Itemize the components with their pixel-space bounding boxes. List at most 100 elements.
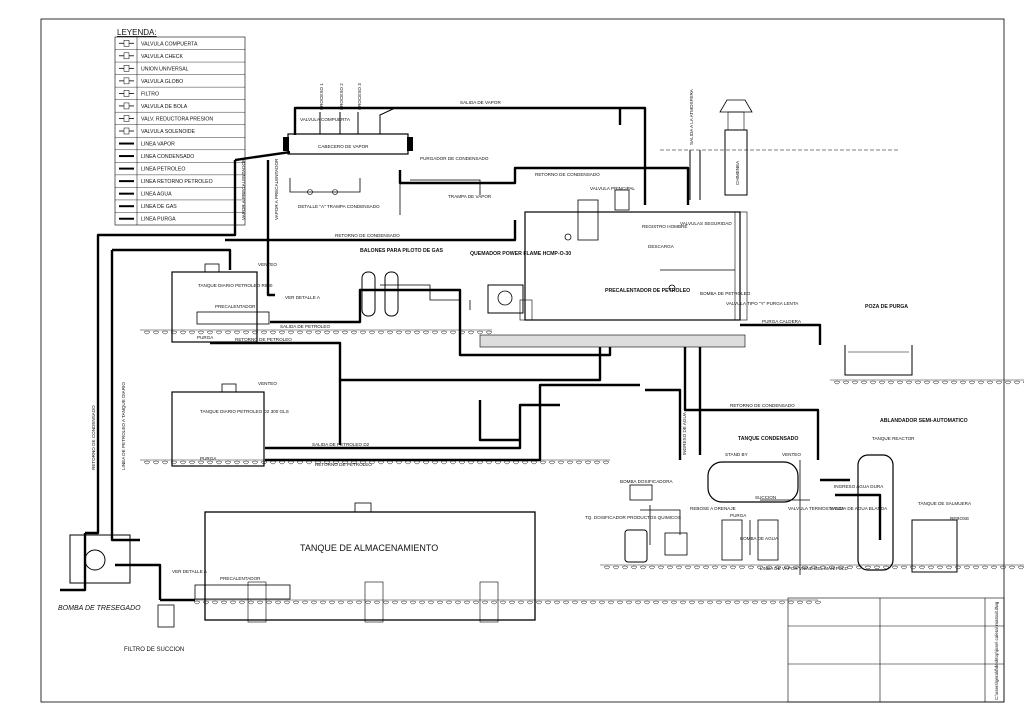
condensate-tank: TANQUE CONDENSADO STAND BY VENTEO SUCCIO… bbox=[690, 436, 848, 571]
legend-item-label: LINEA RETORNO PETROLEO bbox=[141, 179, 213, 185]
svg-text:BOMBA DOSIFICADORA: BOMBA DOSIFICADORA bbox=[620, 479, 674, 484]
svg-text:LINEA DE VAPOR VIENE DEL MANIF: LINEA DE VAPOR VIENE DEL MANIFOLD bbox=[760, 566, 848, 571]
storage-tank-label: TANQUE DE ALMACENAMIENTO bbox=[300, 543, 438, 553]
svg-text:STAND BY: STAND BY bbox=[725, 452, 748, 457]
legend-item-label: VALVULA SOLENOIDE bbox=[141, 129, 196, 135]
svg-text:RETORNO DE PETROLEO: RETORNO DE PETROLEO bbox=[315, 462, 372, 467]
svg-text:REBOSE: REBOSE bbox=[950, 516, 969, 521]
legend-item-label: VALVULA DE BOLA bbox=[141, 104, 188, 110]
softener-label: ABLANDADOR SEMI-AUTOMATICO bbox=[880, 418, 968, 424]
condensate-tank-label: TANQUE CONDENSADO bbox=[738, 436, 798, 442]
svg-text:PURGA: PURGA bbox=[197, 335, 214, 340]
svg-text:PRECALENTADOR: PRECALENTADOR bbox=[215, 304, 256, 309]
svg-text:SUCCION: SUCCION bbox=[755, 495, 776, 500]
svg-text:SALIDA DE PETROLEO D2: SALIDA DE PETROLEO D2 bbox=[312, 442, 370, 447]
legend: LEYENDA: VALVULA COMPUERTA VALVULA CHECK U… bbox=[114, 28, 246, 226]
legend-item-label: VALV. REDUCTORA PRESION bbox=[141, 116, 213, 122]
svg-text:VENTEO: VENTEO bbox=[258, 381, 277, 386]
day-tank-d2: TANQUE DIARIO PETROLEO D2 300 GLS VENTEO… bbox=[171, 381, 289, 467]
svg-text:INGRESO AGUA DURA: INGRESO AGUA DURA bbox=[834, 484, 884, 489]
legend-item-label: LINEA PURGA bbox=[141, 217, 176, 223]
condensate-return-label-3: RETORNO DE CONDENSADO bbox=[730, 403, 795, 408]
svg-text:VER DETALLE A: VER DETALLE A bbox=[285, 295, 321, 300]
blowdown-pit: POZA DE PURGA bbox=[844, 304, 913, 376]
legend-valve-icon bbox=[123, 127, 130, 135]
storage-tank: TANQUE DE ALMACENAMIENTO PRECALENTADOR V… bbox=[172, 502, 536, 623]
legend-item-label: VALVULA GLOBO bbox=[141, 79, 183, 85]
legend-title: LEYENDA: bbox=[117, 28, 157, 37]
svg-text:PROCESO 3: PROCESO 3 bbox=[357, 83, 362, 110]
condensate-return-label-1: RETORNO DE CONDENSADO bbox=[535, 172, 600, 177]
svg-text:PRECALENTADOR: PRECALENTADOR bbox=[220, 576, 261, 581]
legend-item-label: VALVULA CHECK bbox=[141, 54, 183, 60]
svg-text:SALIDA DE AGUA BLANDA: SALIDA DE AGUA BLANDA bbox=[830, 506, 888, 511]
svg-text:TRAMPA DE VAPOR: TRAMPA DE VAPOR bbox=[448, 194, 492, 199]
svg-text:VAPOR A PRECALENTADOR: VAPOR A PRECALENTADOR bbox=[274, 158, 279, 220]
drawing-frame bbox=[40, 18, 1005, 703]
legend-valve-icon bbox=[123, 115, 130, 122]
svg-text:LINEA DE PETROLEO A TANQUE DIA: LINEA DE PETROLEO A TANQUE DIARIO bbox=[121, 382, 126, 470]
water-softener: ABLANDADOR SEMI-AUTOMATICO TANQUE REACTO… bbox=[830, 418, 972, 573]
gas-cylinders-label: BALONES PARA PILOTO DE GAS bbox=[360, 248, 443, 254]
svg-text:CHIMENEA: CHIMENEA bbox=[735, 160, 740, 185]
legend-valve-icon bbox=[123, 90, 130, 97]
steam-header: CABECERO DE VAPOR PROCESO 1 PROCESO 2 PR… bbox=[283, 83, 501, 155]
svg-text:REBOSE A DRENAJE: REBOSE A DRENAJE bbox=[690, 506, 736, 511]
svg-text:VENTEO: VENTEO bbox=[782, 452, 801, 457]
legend-item-label: UNION UNIVERSAL bbox=[141, 66, 189, 72]
legend-item-label: VALVULA COMPUERTA bbox=[141, 41, 198, 47]
svg-text:BOMBA DE PETROLEO: BOMBA DE PETROLEO bbox=[700, 291, 751, 296]
legend-valve-icon bbox=[123, 52, 130, 60]
ground-hatching bbox=[140, 329, 1024, 605]
burner: QUEMADOR POWER FLAME HCMP-O-30 bbox=[470, 251, 571, 314]
svg-text:PROCESO 2: PROCESO 2 bbox=[339, 83, 344, 110]
chemical-doser: BOMBA DOSIFICADORA TQ. DOSIFICADOR PRODU… bbox=[585, 479, 688, 563]
svg-text:REGISTRO HOMBRE: REGISTRO HOMBRE bbox=[642, 224, 687, 229]
svg-text:PURGA: PURGA bbox=[730, 513, 747, 518]
svg-text:VALVULA TIPO "Y" PURGA LENTA: VALVULA TIPO "Y" PURGA LENTA bbox=[726, 301, 799, 306]
svg-text:POZA DE PURGA: POZA DE PURGA bbox=[865, 304, 908, 310]
svg-text:VER DETALLE A: VER DETALLE A bbox=[172, 569, 208, 574]
legend-item-label: LINEA DE GAS bbox=[141, 204, 177, 210]
legend-valve-icon bbox=[123, 65, 130, 72]
svg-text:SALIDA A LA ATMOSFERA: SALIDA A LA ATMOSFERA bbox=[689, 88, 694, 145]
trap-detail: DETALLE "A" TRAMPA CONDENSADO PURGADOR D… bbox=[289, 156, 492, 209]
svg-text:RETORNO DE PETROLEO: RETORNO DE PETROLEO bbox=[235, 337, 292, 342]
svg-text:TQ. DOSIFICADOR PRODUCTOS QUIM: TQ. DOSIFICADOR PRODUCTOS QUIMICOS bbox=[585, 515, 681, 520]
legend-item-label: LINEA CONDENSADO bbox=[141, 154, 194, 160]
boiler: REGISTRO HOMBRE VALVULAS SEGURIDAD VALVU… bbox=[479, 186, 799, 348]
day-tank-r500-label: TANQUE DIARIO PETROLEO R500 bbox=[198, 283, 273, 288]
svg-text:VALVULAS SEGURIDAD: VALVULAS SEGURIDAD bbox=[680, 221, 732, 226]
thin-lines bbox=[380, 170, 810, 575]
day-tank-r500: TANQUE DIARIO PETROLEO R500 PRECALENTADO… bbox=[171, 262, 321, 343]
svg-text:SALIDA DE PETROLEO: SALIDA DE PETROLEO bbox=[280, 324, 330, 329]
svg-text:PROCESO 1: PROCESO 1 bbox=[319, 83, 324, 110]
svg-text:VALVULA PRINCIPAL: VALVULA PRINCIPAL bbox=[590, 186, 635, 191]
day-tank-d2-label: TANQUE DIARIO PETROLEO D2 300 GLS bbox=[200, 409, 289, 414]
svg-text:DESCARGA: DESCARGA bbox=[648, 244, 675, 249]
oil-preheater-label: PRECALENTADOR DE PETROLEO bbox=[605, 288, 690, 294]
file-path-text: C:\users\gerald\desktop\jose\ calera\ ma… bbox=[994, 601, 999, 700]
legend-item-label: LINEA VAPOR bbox=[141, 142, 175, 148]
transfer-pump: BOMBA DE TRESEGADO FILTRO DE SUCCION bbox=[58, 534, 184, 653]
svg-text:VALVULA TERMOSTATICA: VALVULA TERMOSTATICA bbox=[788, 506, 845, 511]
transfer-pump-label: BOMBA DE TRESEGADO bbox=[58, 605, 141, 612]
legend-item-label: FILTRO bbox=[141, 91, 159, 97]
condensate-return-label-2: RETORNO DE CONDENSADO bbox=[335, 233, 400, 238]
legend-valve-icon bbox=[123, 40, 130, 47]
svg-text:PURGADOR DE CONDENSADO: PURGADOR DE CONDENSADO bbox=[420, 156, 489, 161]
suction-filter-label: FILTRO DE SUCCION bbox=[124, 647, 184, 653]
svg-text:PURGA: PURGA bbox=[200, 456, 217, 461]
chimney: CHIMENEA SALIDA A LA ATMOSFERA bbox=[660, 88, 898, 200]
legend-item-label: LINEA PETROLEO bbox=[141, 167, 185, 173]
condensate-return-label-4: RETORNO DE CONDENSADO bbox=[91, 405, 96, 470]
legend-valve-icon bbox=[123, 77, 130, 85]
svg-text:TANQUE DE SALMUERA: TANQUE DE SALMUERA bbox=[918, 501, 972, 506]
title-block bbox=[787, 597, 1005, 703]
steam-outlet-label: SALIDA DE VAPOR bbox=[460, 100, 501, 105]
burner-label: QUEMADOR POWER FLAME HCMP-O-30 bbox=[470, 251, 571, 257]
gas-cylinders: BALONES PARA PILOTO DE GAS bbox=[360, 248, 443, 317]
svg-text:VENTEO: VENTEO bbox=[258, 262, 277, 267]
svg-text:TANQUE REACTOR: TANQUE REACTOR bbox=[872, 436, 915, 441]
